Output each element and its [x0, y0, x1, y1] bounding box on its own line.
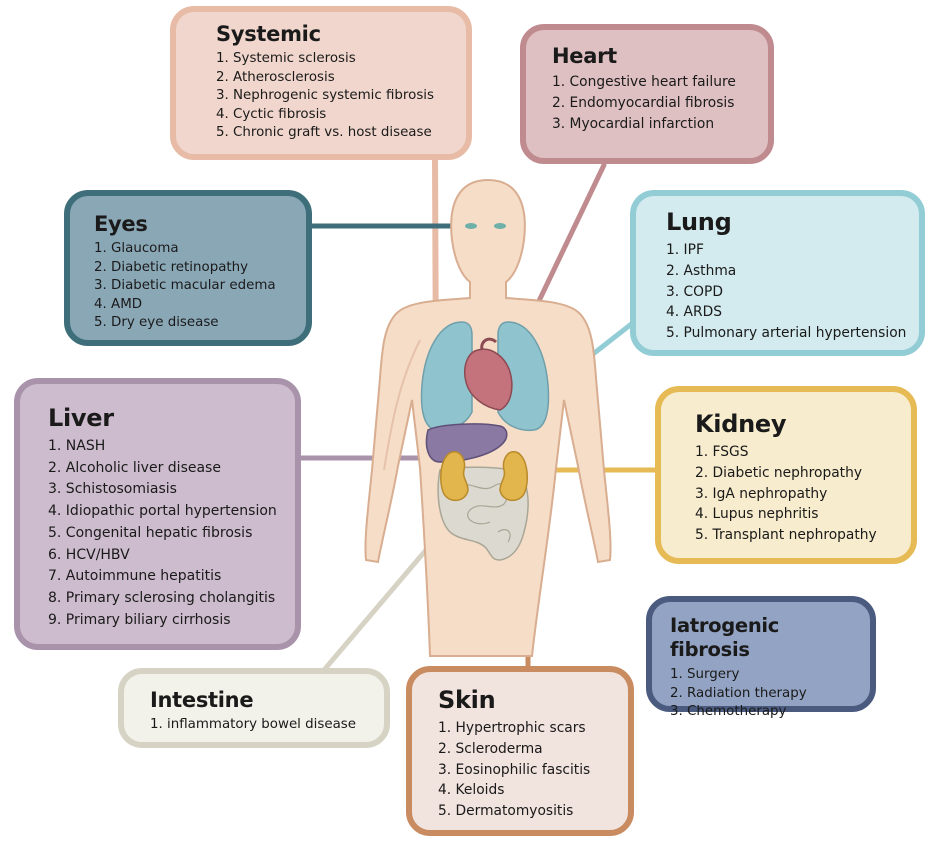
list-item: 9. Primary biliary cirrhosis — [48, 610, 281, 632]
list-item: 3. Eosinophilic fascitis — [438, 760, 614, 781]
intestine-list: 1. inflammatory bowel disease — [150, 716, 370, 735]
intestine-title: Intestine — [150, 688, 370, 712]
human-body — [365, 180, 610, 656]
list-item: 1. FSGS — [695, 442, 897, 463]
list-item: 1. Systemic sclerosis — [216, 50, 452, 69]
list-item: 1. Congestive heart failure — [552, 72, 754, 93]
list-item: 2. Diabetic retinopathy — [94, 259, 292, 278]
right-kidney-icon — [500, 452, 527, 501]
systemic-box: Systemic 1. Systemic sclerosis 2. Athero… — [170, 6, 472, 160]
iatrogenic-box: Iatrogenic fibrosis 1. Surgery 2. Radiat… — [646, 596, 876, 712]
right-eye-icon — [494, 223, 506, 229]
kidney-box: Kidney 1. FSGS 2. Diabetic nephropathy 3… — [655, 386, 917, 564]
list-item: 7. Autoimmune hepatitis — [48, 566, 281, 588]
liver-title: Liver — [48, 404, 281, 432]
eyes-box: Eyes 1. Glaucoma 2. Diabetic retinopathy… — [64, 190, 312, 346]
list-item: 2. Endomyocardial fibrosis — [552, 93, 754, 114]
list-item: 1. Hypertrophic scars — [438, 718, 614, 739]
intestine-box: Intestine 1. inflammatory bowel disease — [118, 668, 390, 748]
list-item: 2. Radiation therapy — [670, 685, 856, 704]
list-item: 4. Keloids — [438, 780, 614, 801]
list-item: 4. ARDS — [666, 302, 905, 323]
lung-list: 1. IPF 2. Asthma 3. COPD 4. ARDS 5. Pulm… — [666, 240, 905, 344]
list-item: 3. Nephrogenic systemic fibrosis — [216, 87, 452, 106]
list-item: 2. Atherosclerosis — [216, 69, 452, 88]
eyes-list: 1. Glaucoma 2. Diabetic retinopathy 3. D… — [94, 240, 292, 333]
left-eye-icon — [465, 223, 477, 229]
list-item: 4. Cyctic fibrosis — [216, 106, 452, 125]
iatrogenic-title: Iatrogenic fibrosis — [670, 614, 856, 662]
list-item: 5. Transplant nephropathy — [695, 525, 897, 546]
kidney-list: 1. FSGS 2. Diabetic nephropathy 3. IgA n… — [695, 442, 897, 546]
list-item: 3. IgA nephropathy — [695, 484, 897, 505]
lung-title: Lung — [666, 208, 905, 236]
list-item: 3. Diabetic macular edema — [94, 277, 292, 296]
list-item: 4. Idiopathic portal hypertension — [48, 501, 281, 523]
list-item: 2. Asthma — [666, 261, 905, 282]
list-item: 2. Scleroderma — [438, 739, 614, 760]
list-item: 3. Schistosomiasis — [48, 479, 281, 501]
liver-box: Liver 1. NASH 2. Alcoholic liver disease… — [14, 378, 301, 650]
list-item: 3. Myocardial infarction — [552, 114, 754, 135]
list-item: 3. Chemotherapy — [670, 703, 856, 722]
skin-title: Skin — [438, 686, 614, 714]
list-item: 5. Pulmonary arterial hypertension — [666, 323, 905, 344]
list-item: 1. inflammatory bowel disease — [150, 716, 370, 735]
eyes-title: Eyes — [94, 212, 292, 236]
list-item: 4. AMD — [94, 296, 292, 315]
heart-box: Heart 1. Congestive heart failure 2. End… — [520, 24, 774, 164]
list-item: 2. Diabetic nephropathy — [695, 463, 897, 484]
systemic-list: 1. Systemic sclerosis 2. Atherosclerosis… — [216, 50, 452, 143]
list-item: 1. Glaucoma — [94, 240, 292, 259]
list-item: 1. Surgery — [670, 666, 856, 685]
systemic-title: Systemic — [216, 22, 452, 46]
list-item: 5. Chronic graft vs. host disease — [216, 124, 452, 143]
list-item: 5. Dry eye disease — [94, 314, 292, 333]
liver-list: 1. NASH 2. Alcoholic liver disease 3. Sc… — [48, 436, 281, 631]
iatrogenic-list: 1. Surgery 2. Radiation therapy 3. Chemo… — [670, 666, 856, 722]
kidney-title: Kidney — [695, 410, 897, 438]
list-item: 5. Dermatomyositis — [438, 801, 614, 822]
heart-list: 1. Congestive heart failure 2. Endomyoca… — [552, 72, 754, 134]
list-item: 4. Lupus nephritis — [695, 504, 897, 525]
lung-box: Lung 1. IPF 2. Asthma 3. COPD 4. ARDS 5.… — [630, 190, 925, 356]
left-kidney-icon — [441, 452, 468, 501]
list-item: 2. Alcoholic liver disease — [48, 458, 281, 480]
skin-list: 1. Hypertrophic scars 2. Scleroderma 3. … — [438, 718, 614, 822]
list-item: 1. IPF — [666, 240, 905, 261]
list-item: 6. HCV/HBV — [48, 545, 281, 567]
skin-box: Skin 1. Hypertrophic scars 2. Scleroderm… — [406, 666, 634, 836]
heart-title: Heart — [552, 44, 754, 68]
list-item: 3. COPD — [666, 282, 905, 303]
list-item: 8. Primary sclerosing cholangitis — [48, 588, 281, 610]
list-item: 5. Congenital hepatic fibrosis — [48, 523, 281, 545]
body-silhouette-icon — [365, 180, 610, 656]
list-item: 1. NASH — [48, 436, 281, 458]
